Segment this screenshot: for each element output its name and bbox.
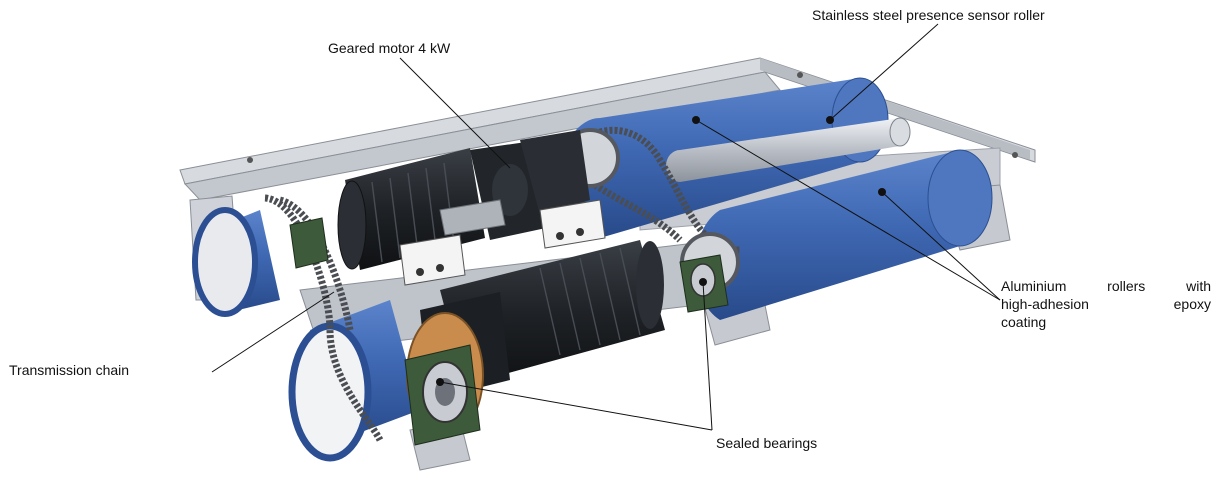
label-rollers-line1: Aluminium rollers with: [1001, 278, 1211, 294]
leader-bearing-lower: [439, 381, 713, 431]
bearing-left: [289, 217, 329, 269]
dot-bearing-lower: [436, 378, 444, 386]
label-aluminium-rollers: Aluminium rollers with high-adhesion epo…: [1001, 277, 1211, 331]
sensor-roller: [666, 117, 911, 182]
left-roller-upper: [192, 207, 280, 317]
leader-dots: [436, 116, 886, 386]
dot-roller-back: [692, 116, 700, 124]
dot-roller-front: [878, 188, 886, 196]
leader-lines: [211, 23, 1001, 431]
mounting-plate: [439, 199, 506, 236]
label-sensor-roller: Stainless steel presence sensor roller: [812, 7, 1045, 23]
sealed-bearing-lower: [404, 344, 481, 446]
label-transmission-chain: Transmission chain: [9, 362, 130, 378]
leader-motor: [399, 57, 511, 169]
leader-bearing-right: [702, 281, 713, 431]
leader-sensor: [829, 23, 939, 121]
dot-bearing-right: [699, 278, 707, 286]
label-rollers-line2: high-adhesion epoxy: [1001, 296, 1211, 312]
label-geared-motor: Geared motor 4 kW: [328, 40, 451, 56]
junction-box-right: [539, 199, 606, 249]
leader-roller-back: [695, 119, 1001, 301]
label-rollers-line3: coating: [1001, 314, 1047, 330]
dot-sensor: [826, 116, 834, 124]
leader-chain: [211, 291, 335, 373]
label-sealed-bearings: Sealed bearings: [716, 435, 818, 451]
leader-roller-front: [881, 191, 1001, 301]
aluminium-roller-front: [694, 149, 993, 320]
junction-box-left: [399, 234, 466, 286]
